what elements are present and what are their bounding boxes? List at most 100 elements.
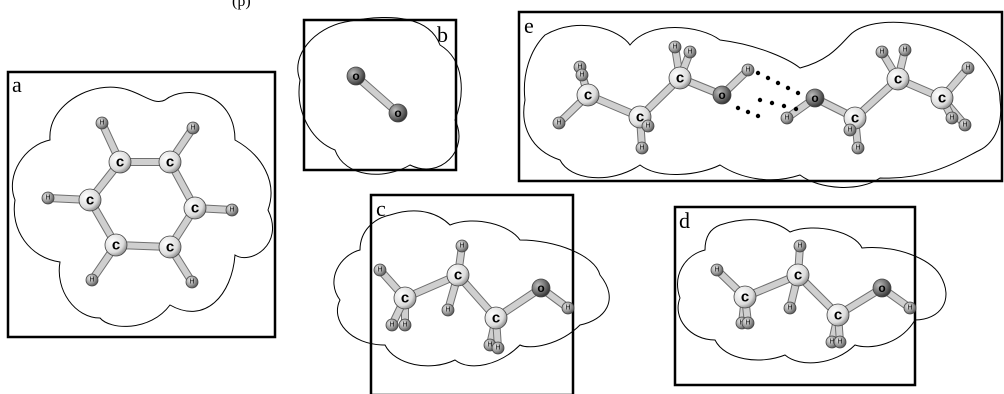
- hydrogen-label: H: [189, 279, 194, 286]
- hydrogen-label: H: [745, 67, 750, 74]
- carbon-atom: c: [104, 233, 128, 257]
- hydrogen-atom: H: [898, 43, 912, 57]
- carbon-label: c: [454, 267, 462, 284]
- surface-contour-a: [11, 86, 274, 327]
- oxygen-atom: o: [531, 278, 551, 298]
- carbon-label: c: [166, 239, 174, 256]
- hydrogen-label: H: [402, 322, 407, 329]
- carbon-label: c: [166, 154, 174, 171]
- hydrogen-atom: H: [561, 301, 575, 315]
- carbon-atom: c: [826, 303, 850, 327]
- oxygen-sphere: [531, 278, 551, 298]
- carbon-label: c: [636, 109, 644, 126]
- oxygen-label: o: [718, 88, 725, 102]
- oxygen-sphere: [346, 66, 366, 86]
- hydrogen-label: H: [687, 49, 692, 56]
- hydrogen-label: H: [962, 122, 967, 129]
- carbon-sphere: [158, 235, 182, 259]
- hydrogen-atom: H: [41, 191, 55, 205]
- hydrogen-bond-dot: [775, 80, 781, 86]
- hydrogen-label: H: [639, 145, 644, 152]
- carbon-label: c: [938, 90, 946, 107]
- hydrogen-atom: H: [635, 141, 649, 155]
- frame-a: [6, 70, 277, 339]
- hydrogen-bond-dot: [795, 90, 801, 96]
- hydrogen-label: H: [487, 342, 492, 349]
- carbon-atom: c: [576, 83, 600, 107]
- hydrogen-atom: H: [875, 45, 889, 59]
- carbon-sphere: [393, 286, 417, 310]
- oxygen-label: o: [811, 91, 818, 105]
- hydrogen-label: H: [579, 72, 584, 79]
- oxygen-atom: o: [712, 85, 732, 105]
- carbon-sphere: [786, 263, 810, 287]
- hydrogen-bond-dot: [745, 109, 751, 115]
- hydrogen-atom: H: [575, 68, 589, 82]
- hydrogen-sphere: [95, 116, 109, 130]
- hydrogen-sphere: [575, 68, 589, 82]
- hydrogen-sphere: [903, 301, 917, 315]
- hydrogen-atom: H: [455, 239, 469, 253]
- hydrogen-label: H: [89, 277, 94, 284]
- hydrogen-atom: H: [398, 318, 412, 332]
- hydrogen-sphere: [385, 318, 399, 332]
- oxygen-sphere: [872, 278, 892, 298]
- hydrogen-atom: H: [641, 119, 655, 133]
- carbon-sphere: [104, 233, 128, 257]
- hydrogen-bond-dot: [755, 70, 761, 76]
- carbon-atom: c: [733, 285, 757, 309]
- hydrogen-sphere: [552, 116, 566, 130]
- hydrogen-sphere: [961, 61, 975, 75]
- carbon-label: c: [676, 70, 684, 87]
- hydrogen-label: H: [902, 47, 907, 54]
- carbon-atom: c: [930, 86, 954, 110]
- hydrogen-atom: H: [833, 335, 847, 349]
- hydrogen-label: H: [855, 145, 860, 152]
- hydrogen-sphere: [641, 119, 655, 133]
- oxygen-label: o: [537, 281, 544, 295]
- oxygen-sphere: [712, 85, 732, 105]
- dimer-bonds: [555, 43, 972, 152]
- carbon-label: c: [851, 110, 859, 127]
- hydrogen-label: H: [837, 339, 842, 346]
- carbon-label: c: [86, 192, 94, 209]
- carbon-label: c: [492, 310, 500, 327]
- oxygen-sphere: [388, 103, 408, 123]
- carbon-atom: c: [158, 235, 182, 259]
- carbon-sphere: [108, 150, 132, 174]
- carbon-sphere: [733, 285, 757, 309]
- hydrogen-atom: H: [491, 341, 505, 355]
- hydrogen-label: H: [377, 267, 382, 274]
- hydrogen-atom: H: [95, 116, 109, 130]
- hydrogen-atom: H: [385, 318, 399, 332]
- oxygen-atom: o: [805, 88, 825, 108]
- carbon-atom: c: [668, 66, 692, 90]
- carbon-atom: c: [158, 150, 182, 174]
- hydrogen-sphere: [373, 263, 387, 277]
- oxygen-label: o: [878, 281, 885, 295]
- hydrogen-atom: H: [552, 116, 566, 130]
- hydrogen-atom: H: [903, 301, 917, 315]
- hydrogen-sphere: [683, 45, 697, 59]
- hydrogen-sphere: [898, 43, 912, 57]
- hydrogen-sphere: [851, 141, 865, 155]
- hydrogen-sphere: [186, 121, 200, 135]
- carbon-sphere: [484, 306, 508, 330]
- hydrogen-sphere: [561, 301, 575, 315]
- hydrogen-atom: H: [85, 273, 99, 287]
- carbon-atom: c: [886, 67, 910, 91]
- carbon-sphere: [576, 83, 600, 107]
- hydrogen-atom: H: [793, 239, 807, 253]
- hydrogen-atom: H: [668, 40, 682, 54]
- frame-b: [302, 18, 458, 172]
- hydrogen-sphere: [780, 111, 794, 125]
- hydrogen-sphere: [843, 123, 857, 137]
- hydrogen-atom: H: [710, 263, 724, 277]
- carbon-atom: c: [78, 188, 102, 212]
- hydrogen-atom: H: [843, 123, 857, 137]
- hydrogen-label: H: [577, 64, 582, 71]
